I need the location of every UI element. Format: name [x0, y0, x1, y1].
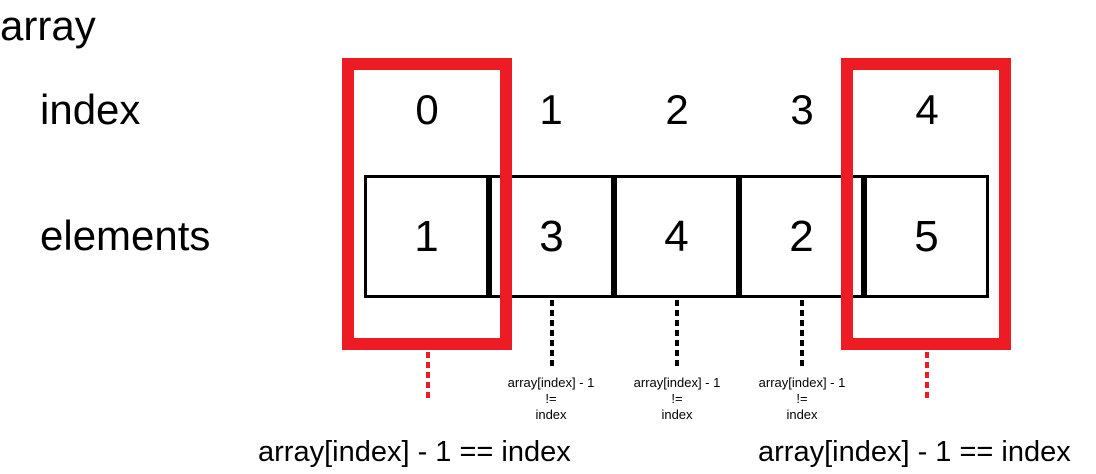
- array-cell-2: 4: [614, 175, 739, 298]
- array-cell-0: 1: [364, 175, 489, 298]
- red-dashed-connector-4: [925, 352, 929, 400]
- dashed-connector-1: [550, 300, 554, 366]
- highlight-box-index-0: [342, 58, 512, 350]
- inequality-note-1: array[index] - 1 != index: [481, 375, 621, 423]
- note-line: !=: [671, 391, 683, 406]
- note-line: index: [535, 407, 567, 422]
- inequality-note-2: array[index] - 1 != index: [607, 375, 747, 423]
- dashed-connector-2: [675, 300, 679, 366]
- index-row-label: index: [40, 86, 141, 133]
- equality-label-index-4: array[index] - 1 == index: [758, 436, 1071, 468]
- index-value-3: 3: [790, 86, 814, 133]
- inequality-note-3: array[index] - 1 != index: [732, 375, 872, 423]
- dashed-connector-3: [800, 300, 804, 366]
- index-value-0: 0: [415, 86, 439, 133]
- array-cell-4: 5: [864, 175, 989, 298]
- diagram-title: array: [0, 2, 96, 49]
- note-line: !=: [796, 391, 808, 406]
- index-value-1: 1: [539, 86, 563, 133]
- red-dashed-connector-0: [426, 352, 430, 400]
- array-cell-1: 3: [489, 175, 614, 298]
- array-cell-3: 2: [739, 175, 864, 298]
- index-value-4: 4: [915, 86, 939, 133]
- elements-row-label: elements: [40, 212, 211, 259]
- highlight-box-index-4: [841, 58, 1011, 350]
- index-value-2: 2: [665, 86, 689, 133]
- note-line: array[index] - 1: [633, 375, 721, 390]
- note-line: array[index] - 1: [758, 375, 846, 390]
- equality-label-index-0: array[index] - 1 == index: [258, 436, 571, 468]
- note-line: !=: [545, 391, 557, 406]
- note-line: index: [661, 407, 693, 422]
- note-line: array[index] - 1: [507, 375, 595, 390]
- note-line: index: [786, 407, 818, 422]
